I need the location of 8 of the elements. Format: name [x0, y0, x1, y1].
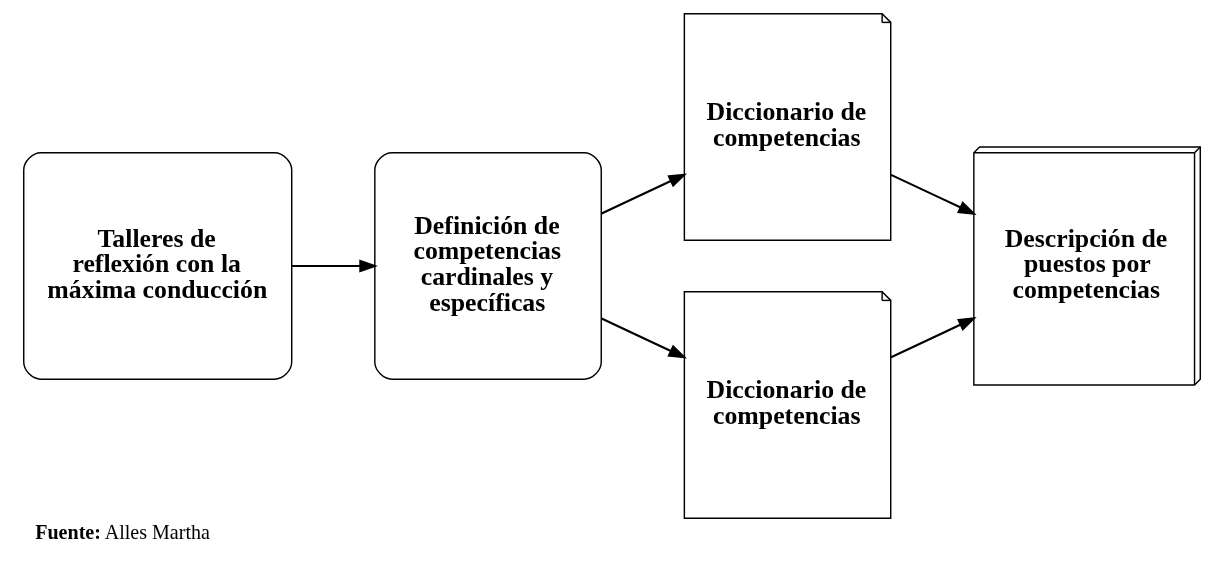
arrow	[890, 317, 977, 359]
arrow	[890, 173, 977, 215]
arrow	[601, 317, 687, 359]
arrow	[601, 173, 687, 215]
caption: Fuente: Alles Martha	[35, 520, 210, 543]
node-box: Definición de competencias cardinales y específicas	[374, 152, 602, 380]
arrow	[291, 259, 378, 273]
node-box: Talleres de reflexión con la máxima conducción	[23, 152, 293, 380]
